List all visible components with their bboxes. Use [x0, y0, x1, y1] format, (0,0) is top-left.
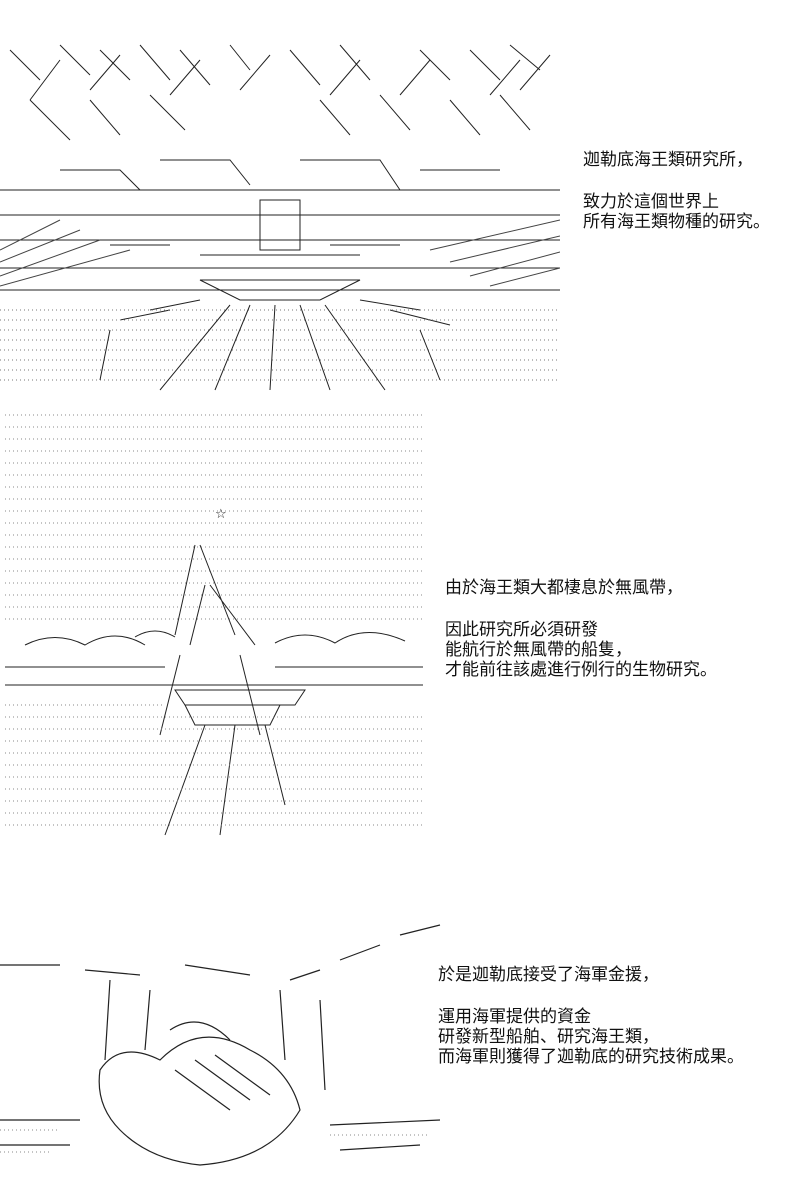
facility-structure [0, 159, 560, 326]
caption-line: 於是迦勒底接受了海軍金援， [438, 965, 659, 985]
caption-paragraph: 於是迦勒底接受了海軍金援， [438, 965, 744, 985]
panel-2-caption: 由於海王類大都棲息於無風帶， 因此研究所必須研發 能航行於無風帶的船隻， 才能前… [445, 578, 717, 702]
calm-belt-ascii-art: ☆ [5, 414, 423, 836]
caption-line: 致力於這個世界上 [583, 192, 719, 212]
caption-paragraph: 由於海王類大都棲息於無風帶， [445, 578, 717, 598]
caption-line: 而海軍則獲得了迦勒底的研究技術成果。 [438, 1047, 744, 1067]
caption-paragraph: 因此研究所必須研發 能航行於無風帶的船隻， 才能前往該處進行例行的生物研究。 [445, 620, 717, 680]
sky-lines [9, 44, 551, 141]
panel-handshake-art [0, 920, 445, 1180]
ground-hatching [0, 219, 560, 287]
panel-research-facility-art [0, 40, 560, 395]
arm-outline-top [0, 924, 441, 981]
sea-dot-rows [5, 704, 423, 826]
sky-dot-rows [5, 414, 423, 620]
sea-dots [0, 309, 560, 381]
facility-ascii-art [0, 44, 560, 391]
horizon-and-ship [5, 666, 423, 726]
caption-line: 研發新型船舶、研究海王類， [438, 1027, 659, 1047]
panel-3-caption: 於是迦勒底接受了海軍金援， 運用海軍提供的資金 研發新型船舶、研究海王類， 而海… [438, 965, 744, 1089]
caption-line: 所有海王類物種的研究。 [583, 212, 770, 232]
panel-calm-belt-art: ☆ [5, 405, 423, 840]
caption-line: 迦勒底海王類研究所， [583, 150, 753, 170]
caption-line: 因此研究所必須研發 [445, 620, 598, 640]
caption-line: 才能前往該處進行例行的生物研究。 [445, 660, 717, 680]
dotted-shading [0, 1129, 430, 1153]
caption-paragraph: 致力於這個世界上 所有海王類物種的研究。 [583, 192, 770, 232]
caption-line: 運用海軍提供的資金 [438, 1007, 591, 1027]
light-beam [159, 544, 261, 736]
cuff-lines [0, 1119, 441, 1151]
finger-lines [169, 1021, 271, 1111]
caption-line: 能航行於無風帶的船隻， [445, 640, 632, 660]
caption-paragraph: 迦勒底海王類研究所， [583, 150, 770, 170]
star-icon: ☆ [215, 507, 227, 522]
clasped-hands [98, 1036, 301, 1166]
caption-line: 由於海王類大都棲息於無風帶， [445, 578, 683, 598]
clouds [24, 630, 406, 646]
handshake-ascii-art [0, 924, 441, 1166]
panel-1-caption: 迦勒底海王類研究所， 致力於這個世界上 所有海王類物種的研究。 [583, 150, 770, 254]
caption-paragraph: 運用海軍提供的資金 研發新型船舶、研究海王類， 而海軍則獲得了迦勒底的研究技術成… [438, 1007, 744, 1067]
jetty-lines [99, 304, 441, 391]
sleeve-edges [104, 979, 326, 1091]
wake-lines [164, 724, 286, 836]
